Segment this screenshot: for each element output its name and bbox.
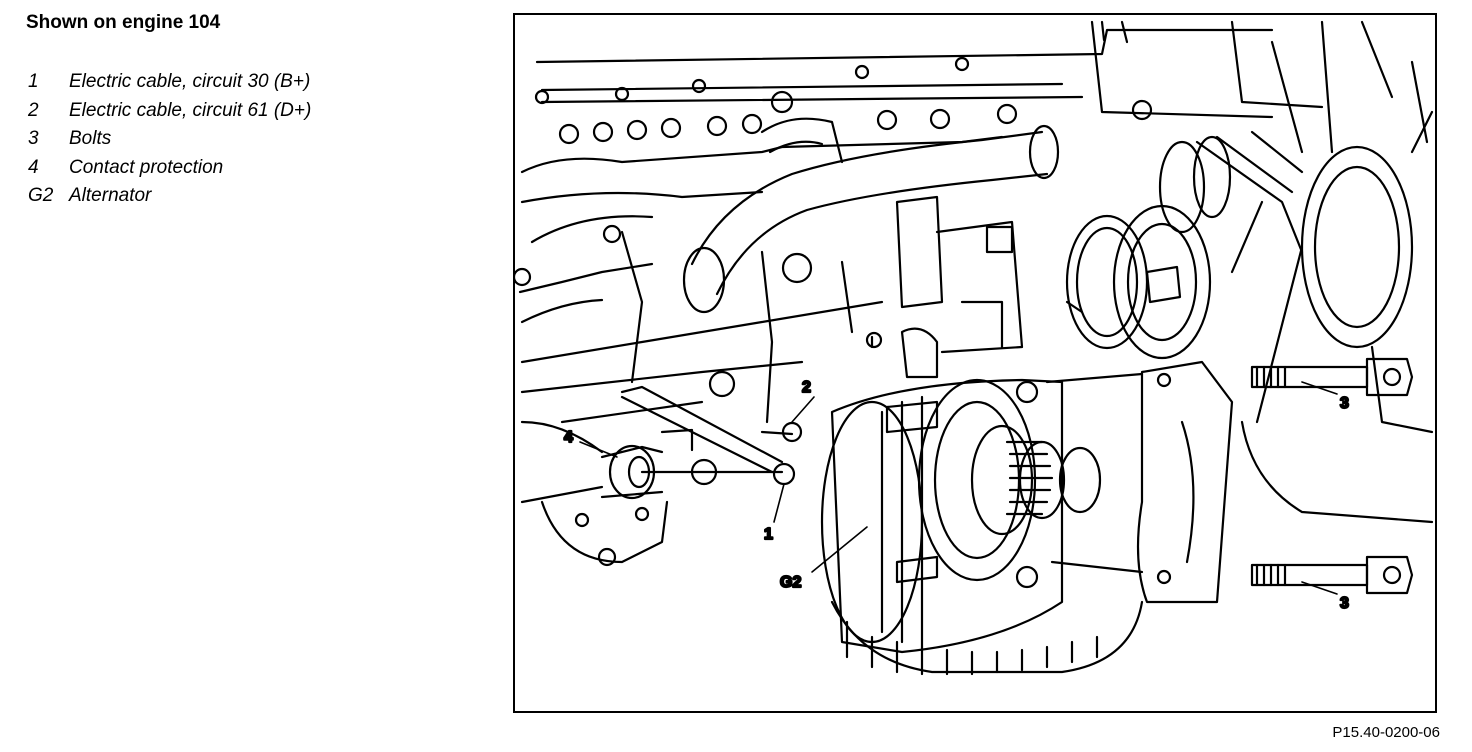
mounting-bolt-upper (1250, 357, 1414, 397)
cable-and-terminals (520, 331, 883, 567)
engine-illustration: 2 1 4 G2 3 3 (515, 20, 1434, 676)
legend-key: 2 (28, 99, 39, 121)
legend-key: 1 (28, 71, 39, 93)
callout-3-lower: 3 (1340, 595, 1349, 612)
legend-text: Electric cable, circuit 61 (D+) (69, 99, 312, 121)
alternator (820, 378, 1144, 676)
legend-list: 1 Electric cable, circuit 30 (B+) 2 Elec… (28, 68, 311, 211)
engine-illustration-frame: 2 1 4 G2 3 3 (513, 13, 1437, 713)
coolant-hose (682, 117, 1060, 314)
legend-key: G2 (28, 185, 54, 207)
callout-g2: G2 (780, 574, 801, 591)
callout-3-upper: 3 (1340, 395, 1349, 412)
diagram-heading: Shown on engine 104 (26, 12, 221, 33)
figure-reference: P15.40-0200-06 (1332, 724, 1440, 741)
legend-item: 4 Contact protection (28, 154, 311, 183)
cylinder-head-outline (535, 20, 1429, 144)
legend-key: 3 (28, 128, 39, 150)
callout-leader-lines (579, 381, 1338, 595)
mounting-bolt-lower (1250, 555, 1414, 595)
callout-1: 1 (764, 526, 773, 543)
legend-item: 1 Electric cable, circuit 30 (B+) (28, 68, 311, 97)
alternator-bracket (1045, 360, 1234, 604)
engine-block-outline (515, 135, 1004, 424)
callout-2: 2 (802, 379, 811, 396)
cylinder-head-nuts (534, 20, 1153, 145)
legend-item: G2 Alternator (28, 182, 311, 211)
legend-text: Contact protection (69, 156, 224, 178)
drive-pulleys (1065, 135, 1304, 360)
legend-item: 3 Bolts (28, 125, 311, 154)
legend-text: Alternator (69, 185, 152, 207)
cooling-fan (1230, 20, 1434, 524)
legend-item: 2 Electric cable, circuit 61 (D+) (28, 97, 311, 126)
pump-housing (895, 195, 1024, 379)
legend-key: 4 (28, 156, 39, 178)
legend-text: Bolts (69, 128, 112, 150)
callout-4: 4 (564, 429, 573, 446)
legend-text: Electric cable, circuit 30 (B+) (69, 71, 311, 93)
